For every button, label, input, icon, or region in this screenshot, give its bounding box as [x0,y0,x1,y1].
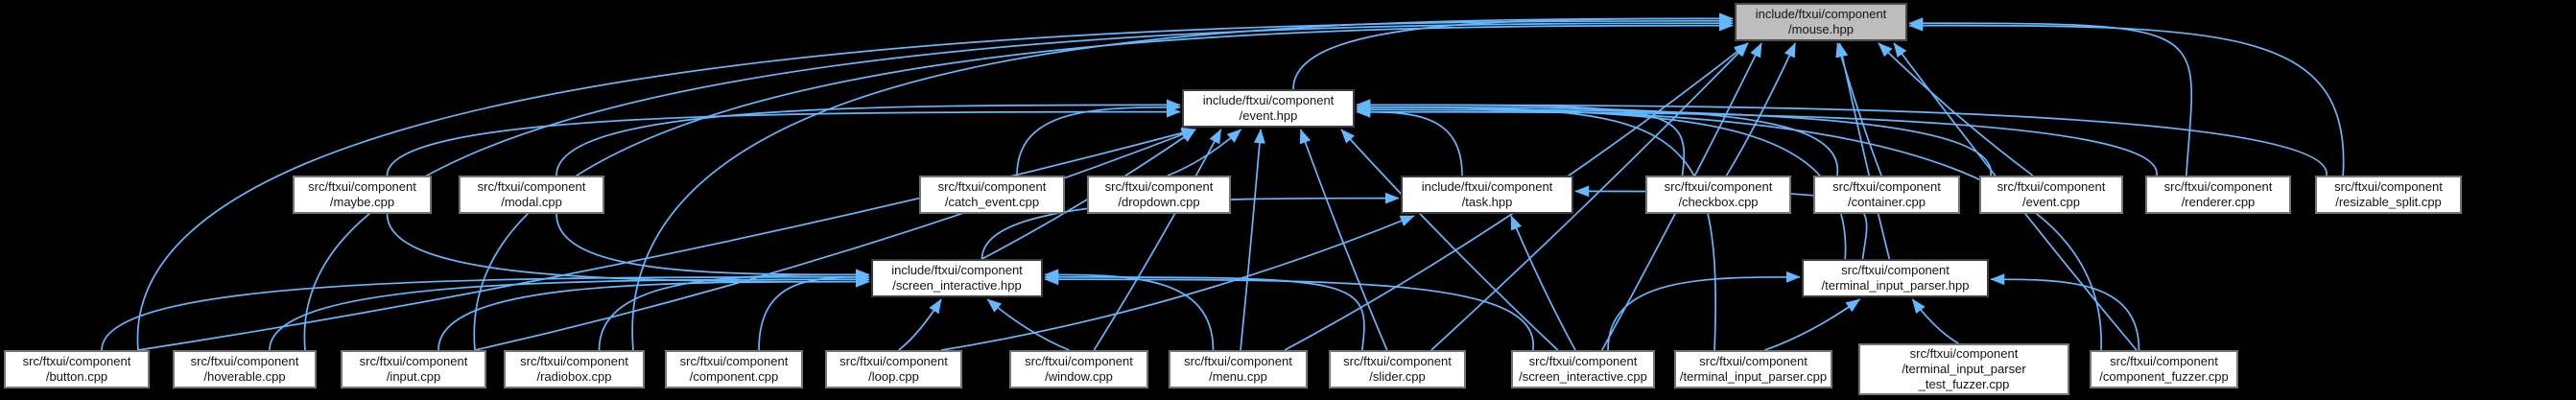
edge-slider_cpp-to-screen_interactive_hpp [1044,271,1365,351]
edge-component_fuzzer_cpp-to-terminal_input_parser_hpp [1990,273,2140,351]
edge-modal_cpp-to-event_hpp [555,99,1181,176]
graph-node-terminal_input_parser_hpp[interactable]: src/ftxui/component /terminal_input_pars… [1802,259,1989,297]
graph-node-catch_event_cpp[interactable]: src/ftxui/component /catch_event.cpp [919,176,1065,214]
edge-input_cpp-to-mouse_hpp [473,19,1734,351]
edge-menu_cpp-to-screen_interactive_hpp [1044,269,1215,351]
edge-hoverable_cpp-to-mouse_hpp [303,17,1734,351]
graph-node-button_cpp[interactable]: src/ftxui/component /button.cpp [4,350,150,388]
edge-radiobox_cpp-to-screen_interactive_hpp [598,269,870,351]
graph-node-event_hpp[interactable]: include/ftxui/component /event.hpp [1182,89,1355,128]
edge-input_cpp-to-screen_interactive_hpp [437,275,870,351]
graph-node-screen_interactive_cpp[interactable]: src/ftxui/component /screen_interactive.… [1511,350,1655,388]
edge-screen_interactive_cpp-to-task_hpp [1510,215,1576,351]
graph-node-container_cpp[interactable]: src/ftxui/component /container.cpp [1813,176,1960,214]
graph-node-terminal_input_parser_cpp[interactable]: src/ftxui/component /terminal_input_pars… [1674,350,1832,388]
edge-event_cpp-to-mouse_hpp [1878,42,2034,176]
edge-loop_cpp-to-screen_interactive_hpp [898,298,942,351]
edge-button_cpp-to-mouse_hpp [136,14,1734,351]
edge-terminal_input_parser_test_fuzzer_cpp-to-terminal_input_parser_hpp [1911,298,1959,344]
edge-terminal_input_parser_hpp-to-mouse_hpp [1836,42,1891,260]
edge-slider_cpp-to-event_hpp [1299,129,1388,351]
graph-node-terminal_input_parser_test_fuzzer_cpp[interactable]: src/ftxui/component /terminal_input_pars… [1858,343,2069,395]
edge-checkbox_cpp-to-mouse_hpp [1725,42,1797,176]
graph-node-menu_cpp[interactable]: src/ftxui/component /menu.cpp [1169,350,1308,388]
edge-radiobox_cpp-to-mouse_hpp [631,12,1734,351]
edge-window_cpp-to-screen_interactive_hpp [986,298,1070,351]
edge-menu_cpp-to-event_hpp [1240,129,1265,351]
edge-hoverable_cpp-to-screen_interactive_hpp [269,273,870,351]
edge-loop_cpp-to-task_hpp [940,215,1415,351]
graph-node-screen_interactive_hpp[interactable]: include/ftxui/component /screen_interact… [871,259,1043,297]
edge-renderer_cpp-to-mouse_hpp [1908,17,2193,176]
edge-slider_cpp-to-mouse_hpp [1430,42,1749,351]
graph-node-mouse_hpp: include/ftxui/component /mouse.hpp [1735,3,1907,41]
edge-input_cpp-to-event_hpp [474,129,1196,351]
edge-screen_interactive_cpp-to-event_hpp [1340,129,1559,351]
graph-node-task_hpp[interactable]: include/ftxui/component /task.hpp [1401,176,1573,214]
edge-resizable_split_cpp-to-mouse_hpp [1908,19,2345,176]
graph-node-resizable_split_cpp[interactable]: src/ftxui/component /resizable_split.cpp [2315,176,2462,214]
edge-terminal_input_parser_cpp-to-event_hpp [1356,101,1716,351]
edge-screen_interactive_cpp-to-screen_interactive_hpp [1044,273,1534,351]
edge-maybe_cpp-to-event_hpp [386,106,1181,176]
graph-node-input_cpp[interactable]: src/ftxui/component /input.cpp [341,350,486,388]
graph-node-renderer_cpp[interactable]: src/ftxui/component /renderer.cpp [2145,176,2291,214]
graph-node-modal_cpp[interactable]: src/ftxui/component /modal.cpp [459,176,604,214]
edge-maybe_cpp-to-screen_interactive_hpp [386,213,870,288]
edge-window_cpp-to-event_hpp [1093,129,1222,351]
graph-node-dropdown_cpp[interactable]: src/ftxui/component /dropdown.cpp [1087,176,1231,214]
edge-task_hpp-to-event_hpp [1356,106,1463,176]
edge-component_cpp-to-screen_interactive_hpp [758,271,870,351]
edge-terminal_input_parser_cpp-to-terminal_input_parser_hpp [1764,298,1861,351]
graph-node-event_cpp[interactable]: src/ftxui/component /event.cpp [1979,176,2123,214]
graph-node-checkbox_cpp[interactable]: src/ftxui/component /checkbox.cpp [1645,176,1791,214]
edge-button_cpp-to-screen_interactive_hpp [101,271,870,351]
edge-catch_event_cpp-to-event_hpp [1016,101,1181,176]
graph-node-loop_cpp[interactable]: src/ftxui/component /loop.cpp [825,350,962,388]
graph-node-radiobox_cpp[interactable]: src/ftxui/component /radiobox.cpp [504,350,645,388]
edge-screen_interactive_cpp-to-terminal_input_parser_hpp [1607,271,1801,351]
graph-node-component_cpp[interactable]: src/ftxui/component /component.cpp [665,350,803,388]
graph-node-window_cpp[interactable]: src/ftxui/component /window.cpp [1009,350,1148,388]
edge-renderer_cpp-to-event_hpp [1356,106,2158,176]
graph-node-component_fuzzer_cpp[interactable]: src/ftxui/component /component_fuzzer.cp… [2090,350,2238,388]
graph-node-slider_cpp[interactable]: src/ftxui/component /slider.cpp [1329,350,1466,388]
edge-dropdown_cpp-to-event_hpp [1167,129,1242,176]
edge-component_fuzzer_cpp-to-event_hpp [1356,104,2102,351]
graph-node-maybe_cpp[interactable]: src/ftxui/component /maybe.cpp [293,176,432,214]
graph-node-hoverable_cpp[interactable]: src/ftxui/component /hoverable.cpp [173,350,317,388]
edge-button_cpp-to-event_hpp [137,127,1196,351]
edge-resizable_split_cpp-to-event_hpp [1356,99,2328,176]
edge-event_hpp-to-mouse_hpp [1292,12,1734,90]
